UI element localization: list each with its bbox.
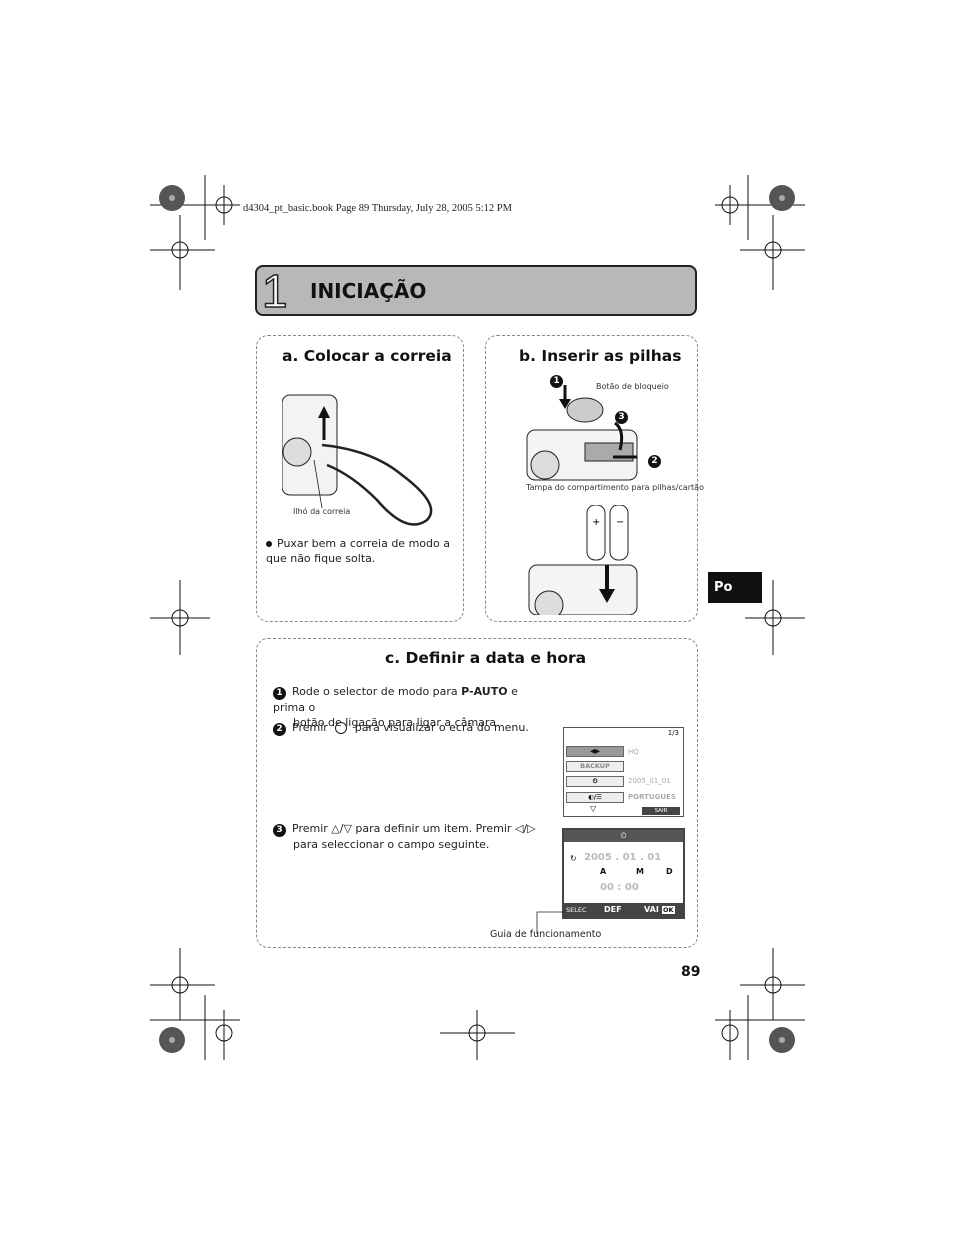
page-number: 89 xyxy=(681,964,701,980)
menu-button-icon xyxy=(335,722,348,734)
go-guide: VAI xyxy=(644,905,659,914)
step-2-badge: 2 xyxy=(648,455,661,468)
step-1-number: 1 xyxy=(273,687,286,700)
menu-page-indicator: 1/3 xyxy=(667,729,679,737)
section-a-title: a. Colocar a correia xyxy=(282,347,452,365)
field-month: M xyxy=(636,867,644,876)
section-b-box xyxy=(485,335,698,622)
menu-row-quality: ◀▶ xyxy=(566,746,624,757)
field-day: D xyxy=(666,867,673,876)
svg-text:+: + xyxy=(592,517,600,528)
select-guide: SELEC xyxy=(566,906,587,914)
battery-insert-illustration: + − xyxy=(528,505,638,615)
strap-illustration xyxy=(282,394,433,526)
chapter-number: 1 xyxy=(261,265,288,317)
menu-screen: 1/3 ◀▶ HQ BACKUP ⏲ 2005_01_01 ◐/☰ PORTUG… xyxy=(563,727,684,817)
field-year: A xyxy=(600,867,607,876)
section-c-title: c. Definir a data e hora xyxy=(385,649,587,667)
chapter-title: INICIAÇÃO xyxy=(310,279,427,303)
menu-value-language: PORTUGUES xyxy=(628,793,676,801)
step-2-number: 2 xyxy=(273,723,286,736)
bullet-icon xyxy=(266,541,272,547)
menu-value-date: 2005_01_01 xyxy=(628,777,671,785)
battery-cover-callout: Tampa do compartimento para pilhas/cartã… xyxy=(526,483,704,492)
section-b-title: b. Inserir as pilhas xyxy=(519,347,682,365)
strap-eyelet-callout: Ilhó da correia xyxy=(293,507,351,516)
clock-icon: ⏲ xyxy=(564,830,683,842)
menu-row-language: ◐/☰ xyxy=(566,792,624,803)
mode-p-auto-icon: P-AUTO xyxy=(461,685,508,698)
section-a-bullet: Puxar bem a correia de modo a que não fi… xyxy=(266,537,450,565)
svg-text:−: − xyxy=(616,517,624,528)
exit-label: SAIR xyxy=(642,807,680,815)
guide-callout-line xyxy=(536,911,566,934)
chapter-bar xyxy=(255,265,697,316)
step-3-badge: 3 xyxy=(615,411,628,424)
up-down-arrows-icon: △/▽ xyxy=(331,822,352,835)
def-guide: DEF xyxy=(604,905,622,914)
menu-value-quality: HQ xyxy=(628,748,639,756)
section-a-box xyxy=(256,335,464,622)
menu-row-clock: ⏲ xyxy=(566,776,624,787)
down-arrow-icon: ▽ xyxy=(590,804,597,813)
file-header: d4304_pt_basic.book Page 89 Thursday, Ju… xyxy=(243,203,512,214)
date-screen: ⏲ ↻ 2005 . 01 . 01 A M D 00 : 00 SELEC D… xyxy=(562,828,685,919)
ok-guide: OK xyxy=(662,906,675,914)
battery-cover-illustration xyxy=(526,385,638,481)
date-value: 2005 . 01 . 01 xyxy=(584,852,662,863)
step-3-number: 3 xyxy=(273,824,286,837)
cycle-icon: ↻ xyxy=(570,854,577,863)
guide-label: Guia de funcionamento xyxy=(490,929,602,940)
time-value: 00 : 00 xyxy=(600,882,639,893)
left-right-arrows-icon: ◁/▷ xyxy=(514,822,536,835)
lock-button-callout: Botão de bloqueio xyxy=(596,382,669,391)
language-tab: Po xyxy=(708,572,762,603)
menu-row-backup: BACKUP xyxy=(566,761,624,772)
step-1-badge: 1 xyxy=(550,375,563,388)
section-c-box xyxy=(256,638,698,948)
